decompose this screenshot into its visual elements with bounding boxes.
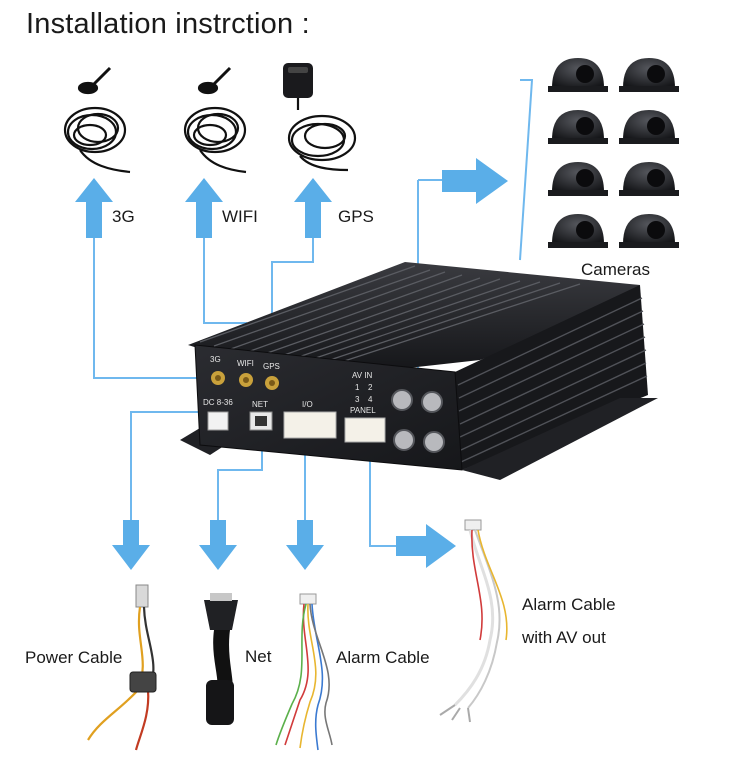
av-num-3: 3 (355, 395, 360, 404)
av-in-ports (391, 389, 445, 453)
power-cable-icon (87, 584, 157, 751)
port-3g-connector-icon (211, 371, 225, 385)
av-port-1-icon (391, 389, 413, 411)
label-3g: 3G (112, 207, 135, 226)
antenna-arrows (75, 158, 508, 570)
av-port-4-icon (423, 431, 445, 453)
alarm-av-cable-label-line1: Alarm Cable (522, 595, 616, 614)
up-arrow-3g-icon (75, 178, 113, 238)
up-arrow-wifi-icon (185, 178, 223, 238)
alarm-av-cable-label-line2: with AV out (521, 628, 606, 647)
alarm-cable-icon (275, 593, 333, 751)
camera-icon (548, 58, 608, 92)
net-cable-label: Net (245, 647, 272, 666)
port-label-net: NET (252, 400, 268, 409)
port-io-socket-icon (283, 411, 337, 439)
right-arrow-alarm-av-icon (396, 524, 456, 568)
alarm-cable-label: Alarm Cable (336, 648, 430, 667)
port-gps-connector-icon (265, 376, 279, 390)
antenna-3g-icon (63, 66, 131, 174)
down-arrow-net-icon (199, 520, 237, 570)
port-dc-socket-icon (207, 411, 229, 431)
port-label-av-in: AV IN (352, 371, 373, 380)
av-port-3-icon (393, 429, 415, 451)
av-num-2: 2 (368, 383, 373, 392)
up-arrow-gps-icon (294, 178, 332, 238)
av-port-2-icon (421, 391, 443, 413)
camera-icon (548, 162, 608, 196)
mdvr-device (180, 262, 658, 480)
camera-icon (548, 214, 608, 248)
port-wifi-connector-icon (239, 373, 253, 387)
av-num-1: 1 (355, 383, 360, 392)
power-cable-label: Power Cable (25, 648, 122, 667)
av-num-4: 4 (368, 395, 373, 404)
label-wifi: WIFI (222, 207, 258, 226)
camera-icon (548, 110, 608, 144)
down-arrow-alarm-icon (286, 520, 324, 570)
port-label-dc: DC 8-36 (203, 398, 233, 407)
camera-icon (619, 214, 679, 248)
down-arrow-power-icon (112, 520, 150, 570)
right-arrow-cameras-icon (442, 158, 508, 204)
port-panel-socket-icon (344, 417, 386, 443)
cameras-group (548, 58, 679, 248)
diagram-title: Installation instrction : (26, 8, 310, 40)
antenna-ports (211, 371, 279, 390)
camera-icon (619, 110, 679, 144)
cameras-label: Cameras (581, 260, 650, 279)
port-label-gps: GPS (263, 362, 280, 371)
port-label-wifi: WIFI (237, 359, 254, 368)
camera-icon (619, 162, 679, 196)
label-gps: GPS (338, 207, 374, 226)
port-label-panel: PANEL (350, 406, 376, 415)
net-cable-icon (204, 593, 238, 725)
antenna-wifi-icon (183, 66, 247, 174)
alarm-av-cable-icon (439, 519, 508, 723)
antenna-gps-icon (283, 63, 357, 172)
port-label-io: I/O (302, 400, 313, 409)
port-label-3g: 3G (210, 355, 221, 364)
camera-icon (619, 58, 679, 92)
